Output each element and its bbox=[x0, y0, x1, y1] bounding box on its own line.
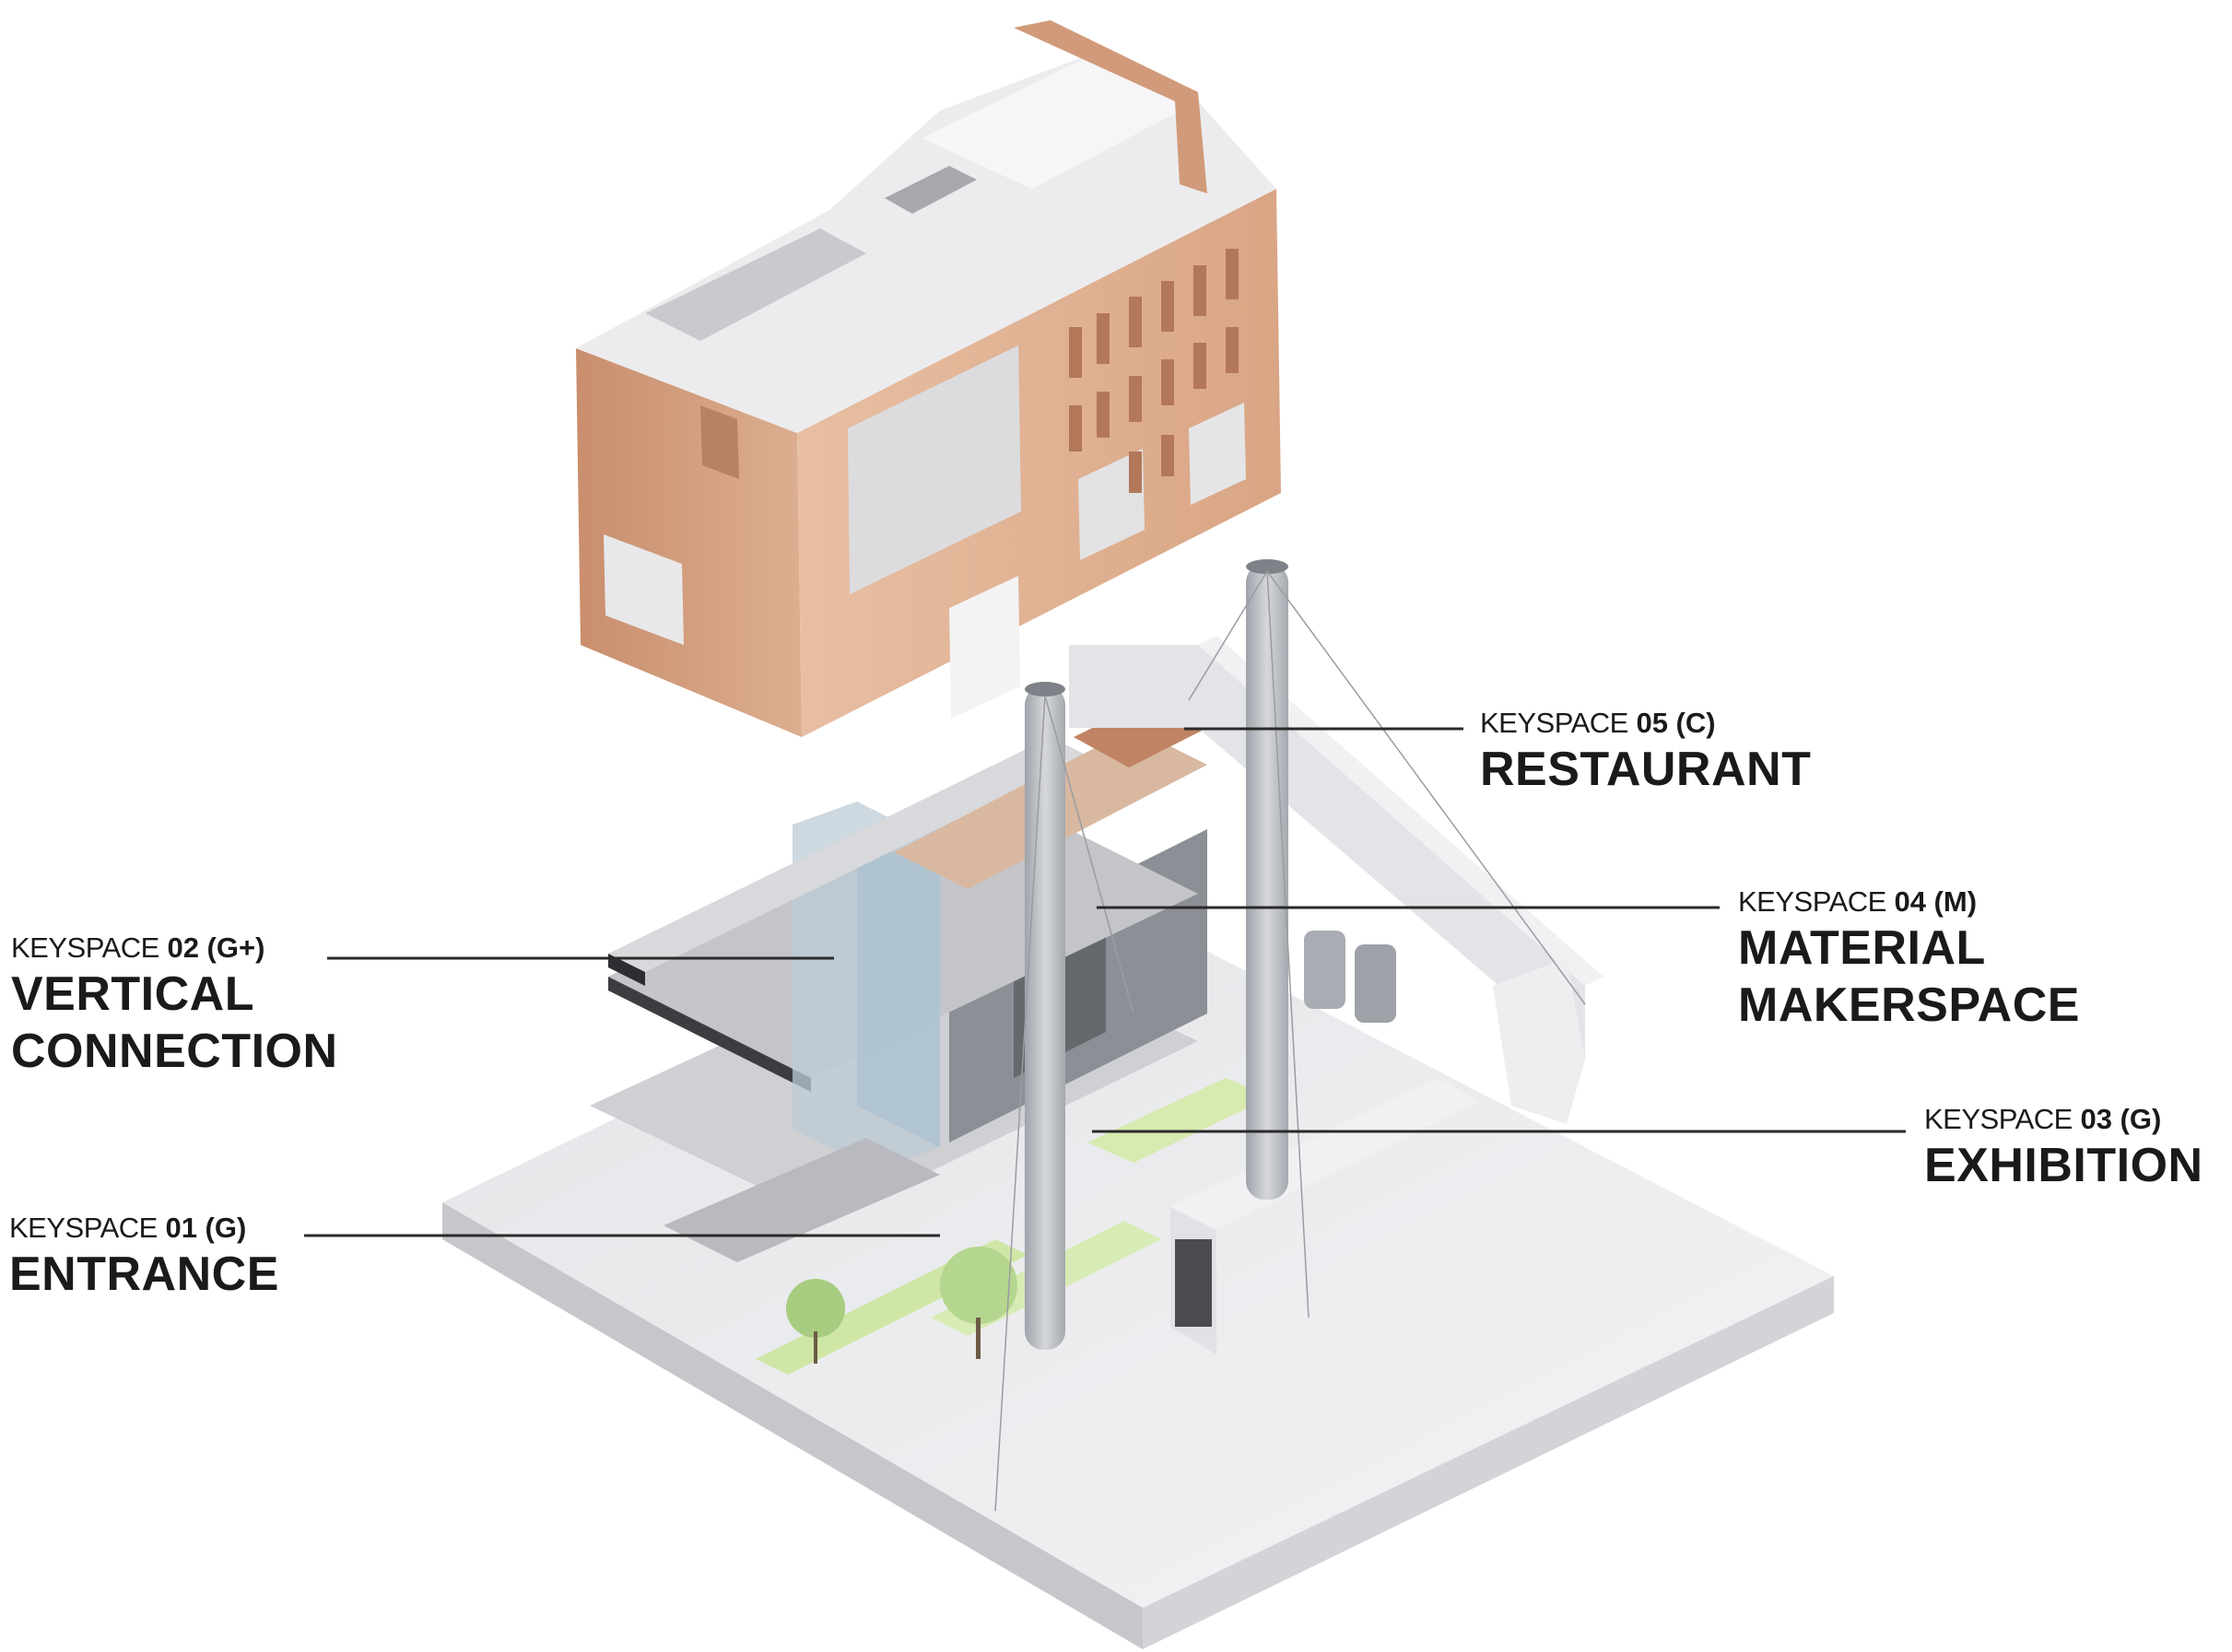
roof-parapet bbox=[1014, 20, 1207, 193]
conveyor-end-tower bbox=[1493, 958, 1585, 1124]
keyspace-prefix: KEYSPACE bbox=[1738, 885, 1886, 918]
keyspace-04-label: KEYSPACE 04 (M) MATERIAL MAKERSPACE bbox=[1738, 885, 2080, 1034]
keyspace-name-line1: MATERIAL bbox=[1738, 921, 1986, 975]
grass-strip bbox=[1087, 1078, 1272, 1163]
brick-facade-left bbox=[576, 348, 802, 737]
makerspace-silo bbox=[1355, 944, 1396, 1023]
mid-floor-slab-edge bbox=[608, 977, 811, 1092]
upper-walkway-rail bbox=[608, 954, 645, 986]
keyspace-name-line1: VERTICAL bbox=[11, 967, 254, 1021]
site-edge-right bbox=[1143, 1276, 1834, 1649]
chimney-right-top bbox=[1246, 559, 1288, 574]
keyspace-05-label: KEYSPACE 05 (C) RESTAURANT bbox=[1480, 706, 1811, 798]
pavilion-door bbox=[1175, 1239, 1212, 1327]
conveyor-bridge-top bbox=[1198, 636, 1604, 986]
building-core bbox=[590, 559, 1604, 1512]
glazing-panel bbox=[848, 346, 1021, 594]
keyspace-name-line2: MAKERSPACE bbox=[1738, 978, 2080, 1032]
makerspace-silo bbox=[1304, 931, 1345, 1009]
keyspace-code: 05 (C) bbox=[1636, 707, 1716, 739]
entrance-canopy bbox=[664, 1138, 940, 1262]
conveyor-bridge bbox=[1069, 645, 1585, 1060]
chimney-right bbox=[1246, 564, 1288, 1200]
keyspace-01-label: KEYSPACE 01 (G) ENTRANCE bbox=[9, 1211, 279, 1303]
keyspace-name: EXHIBITION bbox=[1924, 1139, 2203, 1192]
pavilion bbox=[1170, 1078, 1479, 1230]
keyspace-name-line2: CONNECTION bbox=[11, 1025, 338, 1078]
tree bbox=[940, 1247, 1017, 1324]
tree-trunk bbox=[814, 1331, 817, 1364]
glazing-panel bbox=[1189, 403, 1246, 505]
keyspace-prefix: KEYSPACE bbox=[11, 931, 159, 964]
keyspace-code: 01 (G) bbox=[165, 1212, 247, 1244]
keyspace-name: RESTAURANT bbox=[1480, 743, 1812, 796]
site-edge-left bbox=[442, 1202, 1143, 1649]
keyspace-code: 04 (M) bbox=[1894, 885, 1978, 918]
chimney-left-top bbox=[1025, 682, 1065, 697]
window-grid bbox=[1069, 249, 1239, 493]
roof-vault bbox=[922, 57, 1198, 189]
chimney-guy-wires bbox=[994, 570, 1586, 1512]
keyspace-code: 03 (G) bbox=[2080, 1103, 2162, 1135]
brick-facade-right bbox=[797, 189, 1281, 737]
brick-building bbox=[576, 20, 1281, 737]
chimney-left bbox=[1025, 686, 1065, 1350]
keyspace-prefix: KEYSPACE bbox=[1480, 707, 1628, 739]
roof-skylight bbox=[885, 166, 977, 214]
glazing-panel bbox=[1078, 449, 1145, 560]
keyspace-02-label: KEYSPACE 02 (G+) VERTICAL CONNECTION bbox=[11, 931, 338, 1080]
facade-opening bbox=[604, 534, 684, 645]
keyspace-prefix: KEYSPACE bbox=[9, 1212, 158, 1244]
keyspace-03-label: KEYSPACE 03 (G) EXHIBITION bbox=[1924, 1102, 2203, 1194]
roof-shadow bbox=[645, 228, 866, 341]
glazing-panel bbox=[949, 576, 1020, 719]
tree-trunk bbox=[976, 1318, 981, 1359]
glass-stair-face bbox=[857, 834, 940, 1147]
facade-opening bbox=[700, 405, 739, 479]
upper-walkway bbox=[608, 737, 1087, 972]
leader-lines bbox=[304, 727, 1906, 1237]
keyspace-code: 02 (G+) bbox=[167, 931, 265, 964]
tree bbox=[786, 1279, 845, 1338]
keyspace-prefix: KEYSPACE bbox=[1924, 1103, 2073, 1135]
keyspace-name: ENTRANCE bbox=[9, 1248, 279, 1301]
